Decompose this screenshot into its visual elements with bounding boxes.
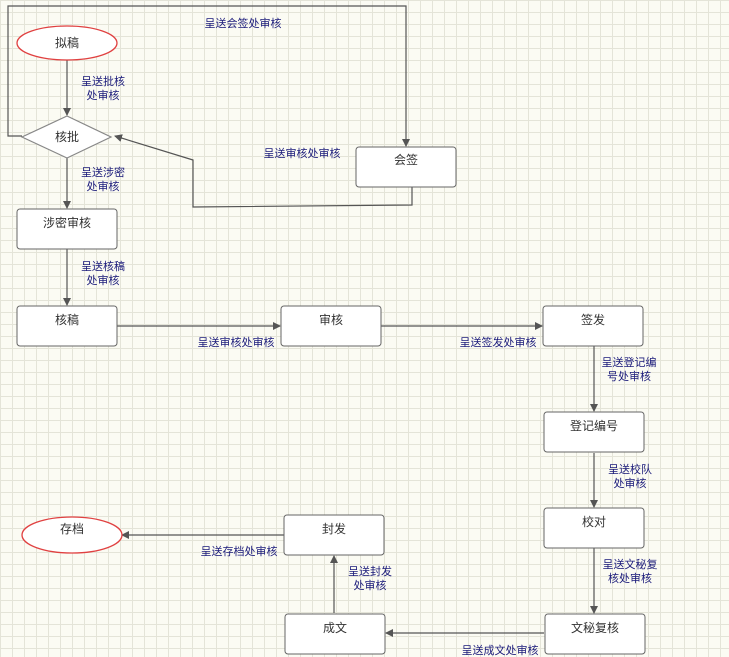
node-secretary-review[interactable]: 文秘复核 [544,613,646,655]
node-approve[interactable]: 核批 [20,115,113,159]
node-archive[interactable]: 存档 [21,516,123,554]
node-approve-label: 核批 [55,129,79,144]
edge-label-to-review: 呈送审核处审核 [198,335,275,349]
node-register-number-label: 登记编号 [570,418,618,433]
node-seal-dispatch[interactable]: 封发 [283,514,385,556]
edge-label-to-approve-2: 处审核 [87,88,120,102]
edge-label-to-sign: 呈送签发处审核 [460,335,537,349]
node-archive-label: 存档 [60,522,84,536]
node-secret-review[interactable]: 涉密审核 [16,208,118,250]
node-check-draft[interactable]: 核稿 [16,305,118,347]
node-review-label: 审核 [319,312,343,327]
edge-label-to-proof-1: 呈送校队 [608,462,652,476]
node-finalize-label: 成文 [323,620,347,635]
node-proofread-label: 校对 [582,514,606,529]
edge-countersign-to-approve [114,134,413,208]
node-review[interactable]: 审核 [280,305,382,347]
node-draft[interactable]: 拟稿 [16,25,118,61]
node-check-draft-label: 核稿 [55,312,79,327]
node-finalize[interactable]: 成文 [284,613,386,655]
node-secret-review-label: 涉密审核 [43,215,91,230]
node-countersign[interactable]: 会签 [355,146,457,188]
node-register-number[interactable]: 登记编号 [543,411,645,453]
edge-label-to-archive: 呈送存档处审核 [201,544,278,558]
edge-label-to-register-2: 号处审核 [607,369,651,383]
edge-label-to-secret-1: 呈送涉密 [81,165,125,179]
edge-label-to-secretary-2: 核处审核 [608,571,652,585]
edge-label-to-countersign: 呈送会签处审核 [205,16,282,30]
edge-label-to-secret-2: 处审核 [87,179,120,193]
edge-label-to-finalize: 呈送成文处审核 [462,643,539,657]
node-sign-issue-label: 签发 [581,312,605,327]
edge-label-to-seal-2: 处审核 [354,578,387,592]
node-secretary-review-label: 文秘复核 [571,620,619,635]
edge-label-to-seal-1: 呈送封发 [348,564,392,578]
edge-label-to-check-2: 处审核 [87,273,120,287]
edge-label-to-proof-2: 处审核 [614,476,647,490]
edge-label-to-register-1: 呈送登记编 [602,355,657,369]
edge-label-to-approve-1: 呈送批核 [81,74,125,88]
node-draft-label: 拟稿 [55,35,79,50]
edge-approve-to-countersign [7,5,410,147]
edge-label-countersign-back: 呈送审核处审核 [264,146,341,160]
node-seal-dispatch-label: 封发 [322,521,346,536]
edge-label-to-check-1: 呈送核稿 [81,259,125,273]
node-proofread[interactable]: 校对 [543,507,645,549]
node-countersign-label: 会签 [394,152,418,167]
edge-label-to-secretary-1: 呈送文秘复 [603,557,658,571]
node-sign-issue[interactable]: 签发 [542,305,644,347]
